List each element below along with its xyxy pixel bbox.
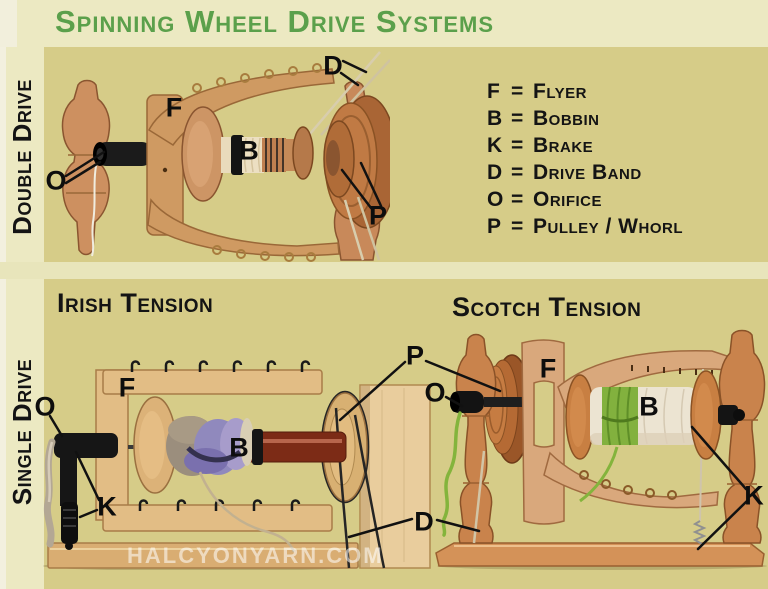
legend-value: Orifice [533,188,603,211]
callout-bobbin-irish: B [229,432,249,463]
corner-panel [0,0,17,47]
legend-key: O [487,188,504,211]
legend-value: Pulley / Whorl [533,215,683,238]
callout-flyer-irish: F [118,372,136,403]
callout-orifice-double: O [45,165,67,196]
legend-value: Flyer [533,80,587,103]
legend-item-orifice: O = Orifice [487,188,683,215]
callout-drive-band-double: D [323,50,343,81]
callout-brake-scotch: K [744,480,764,511]
legend-key: K [487,134,503,157]
legend-key: P [487,215,502,238]
double-drive-photo [61,51,390,262]
legend-separator: = [511,215,524,238]
sidebar-edge [0,47,6,589]
section-label-single-drive: Single Drive [7,358,37,506]
callout-brake-irish: K [97,491,117,522]
callout-orifice-scotch: O [424,377,446,408]
callout-flyer-double: F [165,92,183,123]
section-divider [0,262,768,279]
scotch-tension-heading: Scotch Tension [452,292,642,322]
section-label-double-drive: Double Drive [7,79,37,235]
page-title: Spinning Wheel Drive Systems [55,4,494,39]
legend-separator: = [511,107,524,130]
callout-drive-band-shared: D [414,506,434,537]
legend-value: Drive Band [533,161,642,184]
scotch-tension-photo [435,329,767,570]
legend-value: Bobbin [533,107,600,130]
legend-item-flyer: F = Flyer [487,80,683,107]
callout-bobbin-double: B [239,135,259,166]
callout-flyer-scotch: F [539,353,557,384]
legend-key: F [487,80,500,103]
callout-orifice-irish: O [34,391,56,422]
legend-separator: = [511,134,524,157]
legend-separator: = [511,80,524,103]
callout-bobbin-scotch: B [639,391,659,422]
legend-separator: = [511,161,524,184]
legend-item-pulley: P = Pulley / Whorl [487,215,683,242]
legend-key: D [487,161,503,184]
legend-item-brake: K = Brake [487,134,683,161]
legend-key: B [487,107,503,130]
title-band [0,0,768,47]
irish-tension-heading: Irish Tension [57,288,214,318]
legend: F = Flyer B = Bobbin K = Brake D = Drive… [487,80,683,242]
callout-pulley-shared: P [405,340,425,371]
legend-item-drive-band: D = Drive Band [487,161,683,188]
sidebar-strip [0,47,44,589]
irish-tension-photo [43,360,431,570]
watermark: HALCYONYARN.COM [127,543,384,568]
callout-pulley-double: P [368,200,388,231]
legend-value: Brake [533,134,594,157]
legend-separator: = [511,188,524,211]
legend-item-bobbin: B = Bobbin [487,107,683,134]
